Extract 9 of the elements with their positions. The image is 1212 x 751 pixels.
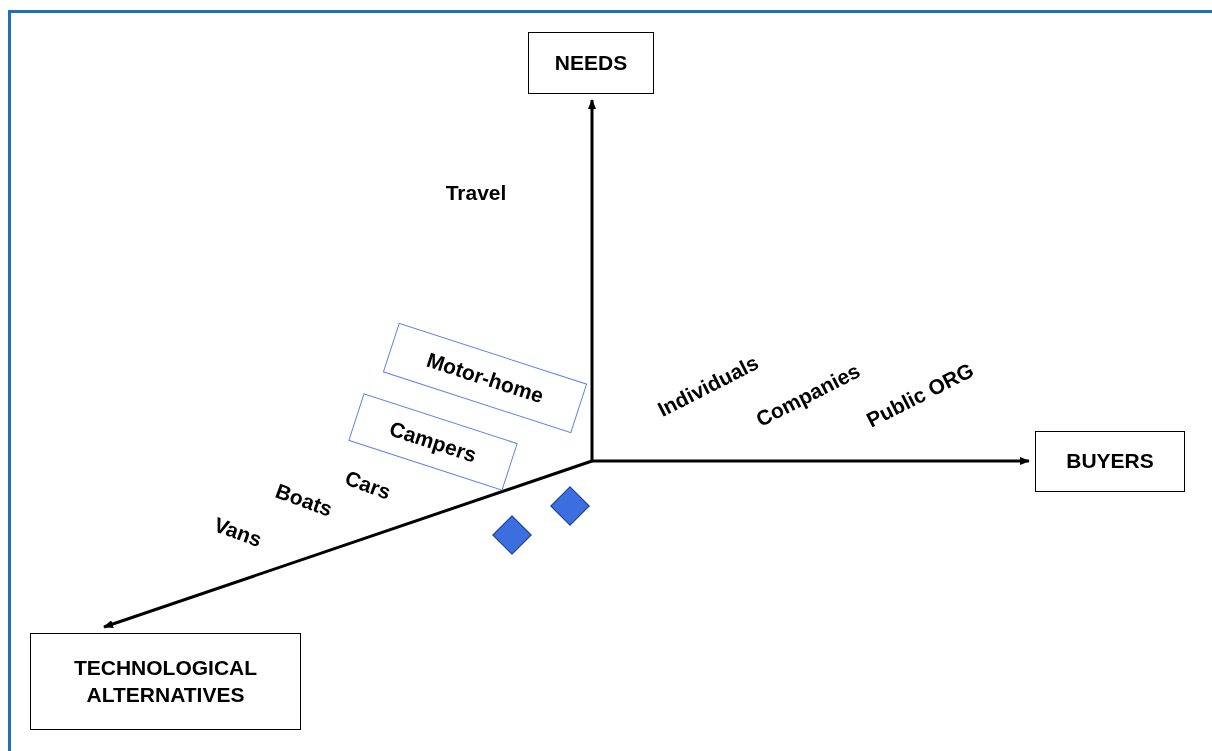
axis-category-label: Vans — [210, 511, 267, 553]
axis-arrow — [588, 99, 596, 461]
label-box: NEEDS — [528, 32, 654, 94]
label-box: TECHNOLOGICAL ALTERNATIVES — [30, 633, 301, 730]
label-box: BUYERS — [1035, 431, 1185, 492]
axis-category-label: Travel — [445, 180, 507, 207]
axis-arrow — [103, 459, 593, 629]
axis-category-label: Boats — [271, 478, 337, 523]
axis-arrow — [592, 457, 1030, 465]
